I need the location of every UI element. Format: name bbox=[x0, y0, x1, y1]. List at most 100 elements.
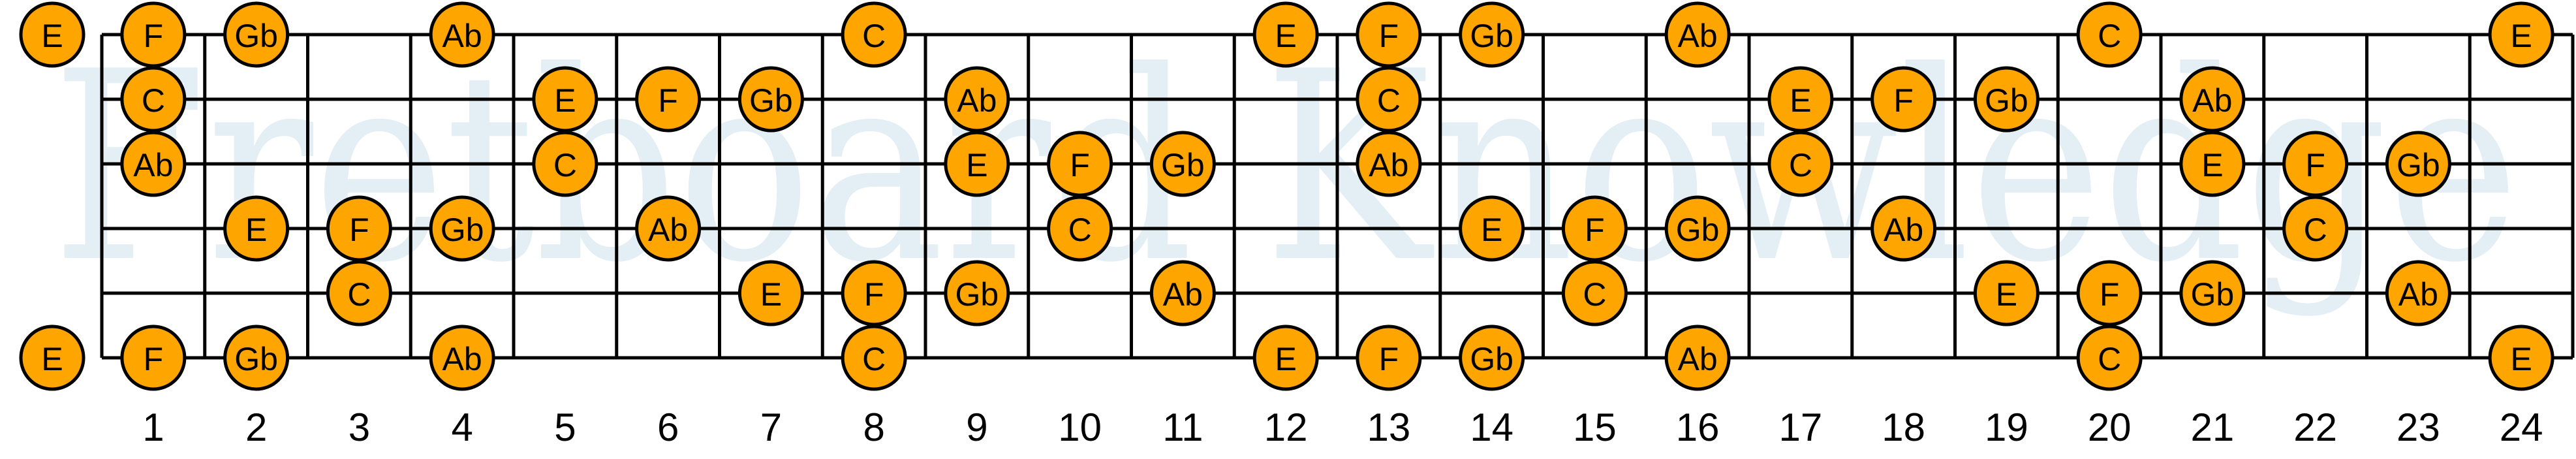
note-circle bbox=[326, 195, 392, 262]
note-label: E bbox=[760, 276, 782, 313]
note-circle bbox=[1047, 131, 1113, 197]
note-circle bbox=[1459, 1, 1525, 68]
note-label: Ab bbox=[2398, 276, 2438, 313]
note-label: C bbox=[2098, 341, 2121, 377]
note-label: C bbox=[347, 276, 371, 313]
note-label: Gb bbox=[1161, 147, 1205, 183]
note-marker: E bbox=[2179, 131, 2246, 197]
note-circle bbox=[2076, 324, 2143, 391]
note-circle bbox=[1973, 66, 2040, 133]
note-circle bbox=[1767, 131, 1834, 197]
note-circle bbox=[120, 1, 187, 68]
note-label: Ab bbox=[957, 82, 997, 119]
fret-number: 13 bbox=[1367, 405, 1411, 449]
note-marker: C bbox=[841, 324, 907, 391]
note-circle bbox=[532, 131, 598, 197]
fret-number: 17 bbox=[1779, 405, 1823, 449]
note-label: C bbox=[142, 82, 165, 119]
note-label: E bbox=[41, 341, 63, 377]
note-label: E bbox=[2510, 341, 2532, 377]
note-marker: Ab bbox=[429, 1, 495, 68]
note-marker: Gb bbox=[1149, 131, 1216, 197]
note-label: C bbox=[1789, 147, 1812, 183]
note-label: Ab bbox=[442, 341, 482, 377]
fret-number: 22 bbox=[2293, 405, 2337, 449]
note-label: Ab bbox=[1678, 18, 1718, 54]
fret-number: 1 bbox=[142, 405, 164, 449]
note-label: F bbox=[144, 18, 164, 54]
fret-number: 19 bbox=[1985, 405, 2028, 449]
note-label: Gb bbox=[234, 18, 278, 54]
note-label: F bbox=[1893, 82, 1914, 119]
note-marker: Ab bbox=[120, 131, 187, 197]
note-circle bbox=[223, 324, 290, 391]
note-circle bbox=[1870, 195, 1937, 262]
note-circle bbox=[326, 260, 392, 326]
fret-number: 7 bbox=[760, 405, 782, 449]
note-circle bbox=[1149, 260, 1216, 326]
note-circle bbox=[1356, 324, 1422, 391]
note-label: F bbox=[864, 276, 884, 313]
note-circle bbox=[1047, 195, 1113, 262]
note-label: F bbox=[658, 82, 678, 119]
note-marker: C bbox=[326, 260, 392, 326]
note-label: Ab bbox=[1678, 341, 1718, 377]
note-marker: Gb bbox=[1664, 195, 1731, 262]
note-marker: Gb bbox=[944, 260, 1010, 326]
fret-number: 23 bbox=[2397, 405, 2440, 449]
fret-number: 24 bbox=[2500, 405, 2543, 449]
note-marker: Ab bbox=[2385, 260, 2451, 326]
note-circle bbox=[944, 260, 1010, 326]
note-circle bbox=[1973, 260, 2040, 326]
note-marker: C bbox=[841, 1, 907, 68]
note-circle bbox=[944, 131, 1010, 197]
note-label: Ab bbox=[442, 18, 482, 54]
note-marker: E bbox=[1459, 195, 1525, 262]
note-circle bbox=[1252, 1, 1319, 68]
fret-number: 8 bbox=[863, 405, 884, 449]
note-circle bbox=[1459, 195, 1525, 262]
note-marker: Ab bbox=[1870, 195, 1937, 262]
note-circle bbox=[944, 66, 1010, 133]
note-label: F bbox=[349, 212, 369, 248]
note-marker: F bbox=[326, 195, 392, 262]
note-marker: C bbox=[1561, 260, 1628, 326]
note-circle bbox=[635, 66, 702, 133]
note-label: Gb bbox=[2397, 147, 2440, 183]
note-marker: E bbox=[1767, 66, 1834, 133]
note-circle bbox=[2179, 260, 2246, 326]
note-label: F bbox=[1379, 18, 1399, 54]
note-label: Ab bbox=[2192, 82, 2232, 119]
note-marker: E bbox=[1973, 260, 2040, 326]
note-label: F bbox=[2305, 147, 2325, 183]
note-marker: C bbox=[1356, 66, 1422, 133]
note-marker: E bbox=[1252, 324, 1319, 391]
note-label: C bbox=[2304, 212, 2327, 248]
note-label: Gb bbox=[2191, 276, 2235, 313]
note-marker: F bbox=[635, 66, 702, 133]
note-label: F bbox=[144, 341, 164, 377]
note-circle bbox=[1664, 195, 1731, 262]
note-label: Ab bbox=[1884, 212, 1923, 248]
note-label: Ab bbox=[1369, 147, 1408, 183]
note-circle bbox=[2488, 1, 2554, 68]
note-marker: C bbox=[2282, 195, 2349, 262]
note-label: Gb bbox=[234, 341, 278, 377]
note-marker: C bbox=[2076, 1, 2143, 68]
note-circle bbox=[1459, 324, 1525, 391]
note-marker: Gb bbox=[2385, 131, 2451, 197]
note-circle bbox=[1664, 324, 1731, 391]
note-label: C bbox=[862, 341, 886, 377]
note-marker: C bbox=[120, 66, 187, 133]
note-marker: F bbox=[1561, 195, 1628, 262]
note-marker: E bbox=[532, 66, 598, 133]
note-circle bbox=[1356, 1, 1422, 68]
note-circle bbox=[532, 66, 598, 133]
note-circle bbox=[120, 66, 187, 133]
note-marker: Gb bbox=[1459, 1, 1525, 68]
note-circle bbox=[1149, 131, 1216, 197]
note-marker: E bbox=[223, 195, 290, 262]
note-circle bbox=[635, 195, 702, 262]
fretboard-grid bbox=[100, 33, 2575, 360]
